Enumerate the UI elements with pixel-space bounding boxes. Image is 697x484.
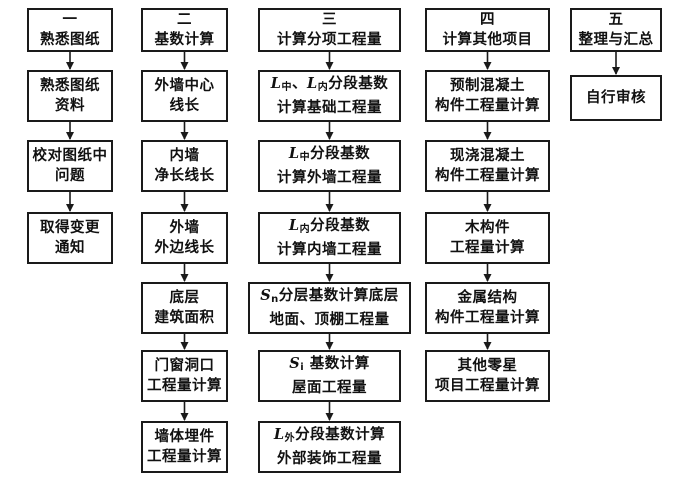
col2-step4-line2: 建筑面积 [154,310,215,326]
col3-step1-subscript: 中 [281,82,292,93]
col1-header-box: 一 熟悉图纸 [27,8,113,52]
col4-step5-box: 其他零星 项目工程量计算 [425,350,550,402]
col3-step5-text: 基数计算 [304,356,370,372]
col4-step3-line2: 工程量计算 [450,240,525,256]
col3-step3-symbol: L [288,217,300,234]
col3-step4-text: 分层基数计算底层 [278,288,399,304]
col2-step3-box: 外墙 外边线长 [141,212,228,264]
col3-step4-box: Sn分层基数计算底层 地面、顶棚工程量 [248,282,411,334]
col4-header-number: 四 [480,12,495,28]
col1-step2-line1: 校对图纸中 [32,148,108,164]
col3-header-title: 计算分项工程量 [277,32,382,48]
col3-step4-line1: Sn分层基数计算底层 [260,286,399,310]
col2-header-box: 二 基数计算 [141,8,228,52]
col2-step6-line1: 墙体埋件 [154,429,215,445]
col3-step5-subscript: i [300,362,305,373]
col3-step1-symbol2: L [307,75,318,92]
col1-step2-box: 校对图纸中 问题 [27,140,113,192]
col2-step5-box: 门窗洞口 工程量计算 [141,350,228,402]
col1-step1-line2: 资料 [55,98,85,114]
col2-step1-box: 外墙中心 线长 [141,70,228,122]
col3-step2-text: 分段基数 [310,146,371,162]
col3-step1-text: 分段基数 [328,76,389,92]
col4-step5-line2: 项目工程量计算 [435,378,540,394]
col4-step1-box: 预制混凝土 构件工程量计算 [425,70,550,122]
col2-step2-line1: 内墙 [169,148,200,164]
col3-step3-box: L内分段基数 计算内墙工程量 [258,212,401,264]
col3-step2-symbol: L [288,145,300,162]
col3-step5-symbol: S [289,355,301,372]
col4-step4-line2: 构件工程量计算 [435,310,540,326]
col3-step6-line1: L外分段基数计算 [274,425,385,449]
col2-header-number: 二 [177,12,192,28]
col2-step2-box: 内墙 净长线长 [141,140,228,192]
col3-step4-line2: 地面、顶棚工程量 [269,312,390,328]
col5-header-number: 五 [608,12,624,28]
col4-step2-box: 现浇混凝土 构件工程量计算 [425,140,550,192]
col2-step4-line1: 底层 [169,290,200,306]
col5-header-box: 五 整理与汇总 [570,8,662,52]
col3-step4-subscript: n [271,294,279,305]
col3-step6-line2: 外部装饰工程量 [277,451,382,467]
col1-header-number: 一 [62,12,78,28]
col3-step3-subscript: 内 [299,224,311,235]
col3-header-number: 三 [322,12,337,28]
col1-step3-box: 取得变更 通知 [27,212,113,264]
col3-step6-text: 分段基数计算 [295,427,386,443]
col4-header-box: 四 计算其他项目 [425,8,550,52]
col3-step2-line2: 计算外墙工程量 [277,170,382,186]
col2-step3-line2: 外边线长 [154,240,215,256]
col3-step5-line1: Si 基数计算 [289,354,369,378]
col4-header-title: 计算其他项目 [442,32,533,48]
col3-step3-line2: 计算内墙工程量 [277,242,382,258]
col2-step6-box: 墙体埋件 工程量计算 [141,421,228,473]
col5-step1-box: 自行审核 [570,75,662,121]
col3-step2-box: L中分段基数 计算外墙工程量 [258,140,401,192]
col3-step3-line1: L内分段基数 [289,216,370,240]
col3-step1-subscript2: 内 [317,82,329,93]
col2-step5-line2: 工程量计算 [147,378,222,394]
col4-step3-box: 木构件 工程量计算 [425,212,550,264]
col3-step4-symbol: S [260,287,272,304]
col3-header-box: 三 计算分项工程量 [258,8,401,52]
col2-header-title: 基数计算 [154,32,215,48]
col2-step2-line2: 净长线长 [154,168,215,184]
col4-step4-box: 金属结构 构件工程量计算 [425,282,550,334]
col3-step2-line1: L中分段基数 [289,144,370,168]
col4-step1-line1: 预制混凝土 [450,78,525,94]
col2-step4-box: 底层 建筑面积 [141,282,228,334]
col4-step1-line2: 构件工程量计算 [435,98,540,114]
col2-step3-line1: 外墙 [169,220,200,236]
col3-step2-subscript: 中 [299,152,311,163]
col4-step3-line1: 木构件 [465,220,510,236]
col2-step5-line1: 门窗洞口 [154,358,215,374]
col4-step4-line1: 金属结构 [457,290,518,306]
col1-step1-line1: 熟悉图纸 [40,78,100,94]
col4-step5-line1: 其他零星 [457,358,518,374]
col3-step6-box: L外分段基数计算 外部装饰工程量 [258,421,401,473]
col5-step1-line1: 自行审核 [586,90,646,106]
col3-step3-text: 分段基数 [310,218,371,234]
col3-step5-box: Si 基数计算 屋面工程量 [258,350,401,402]
col3-step5-line2: 屋面工程量 [292,380,367,396]
col1-step3-line1: 取得变更 [40,220,100,236]
col3-step1-box: L中、L内分段基数 计算基础工程量 [258,70,401,122]
col3-step6-symbol: L [273,426,285,443]
col3-step1-line1: L中、L内分段基数 [270,75,389,93]
col3-step1-line2: 计算基础工程量 [277,100,382,116]
col2-step1-line1: 外墙中心 [154,78,215,94]
col4-step2-line2: 构件工程量计算 [435,168,540,184]
col2-step1-line2: 线长 [169,98,200,114]
col3-step1-symbol: L [270,75,282,92]
col1-step1-box: 熟悉图纸 资料 [27,70,113,122]
col2-step6-line2: 工程量计算 [147,449,222,465]
col3-step6-subscript: 外 [284,433,296,444]
col5-header-title: 整理与汇总 [578,32,654,48]
col1-header-title: 熟悉图纸 [40,32,100,48]
col1-step3-line2: 通知 [55,240,85,256]
col4-step2-line1: 现浇混凝土 [450,148,525,164]
col1-step2-line2: 问题 [55,168,85,184]
